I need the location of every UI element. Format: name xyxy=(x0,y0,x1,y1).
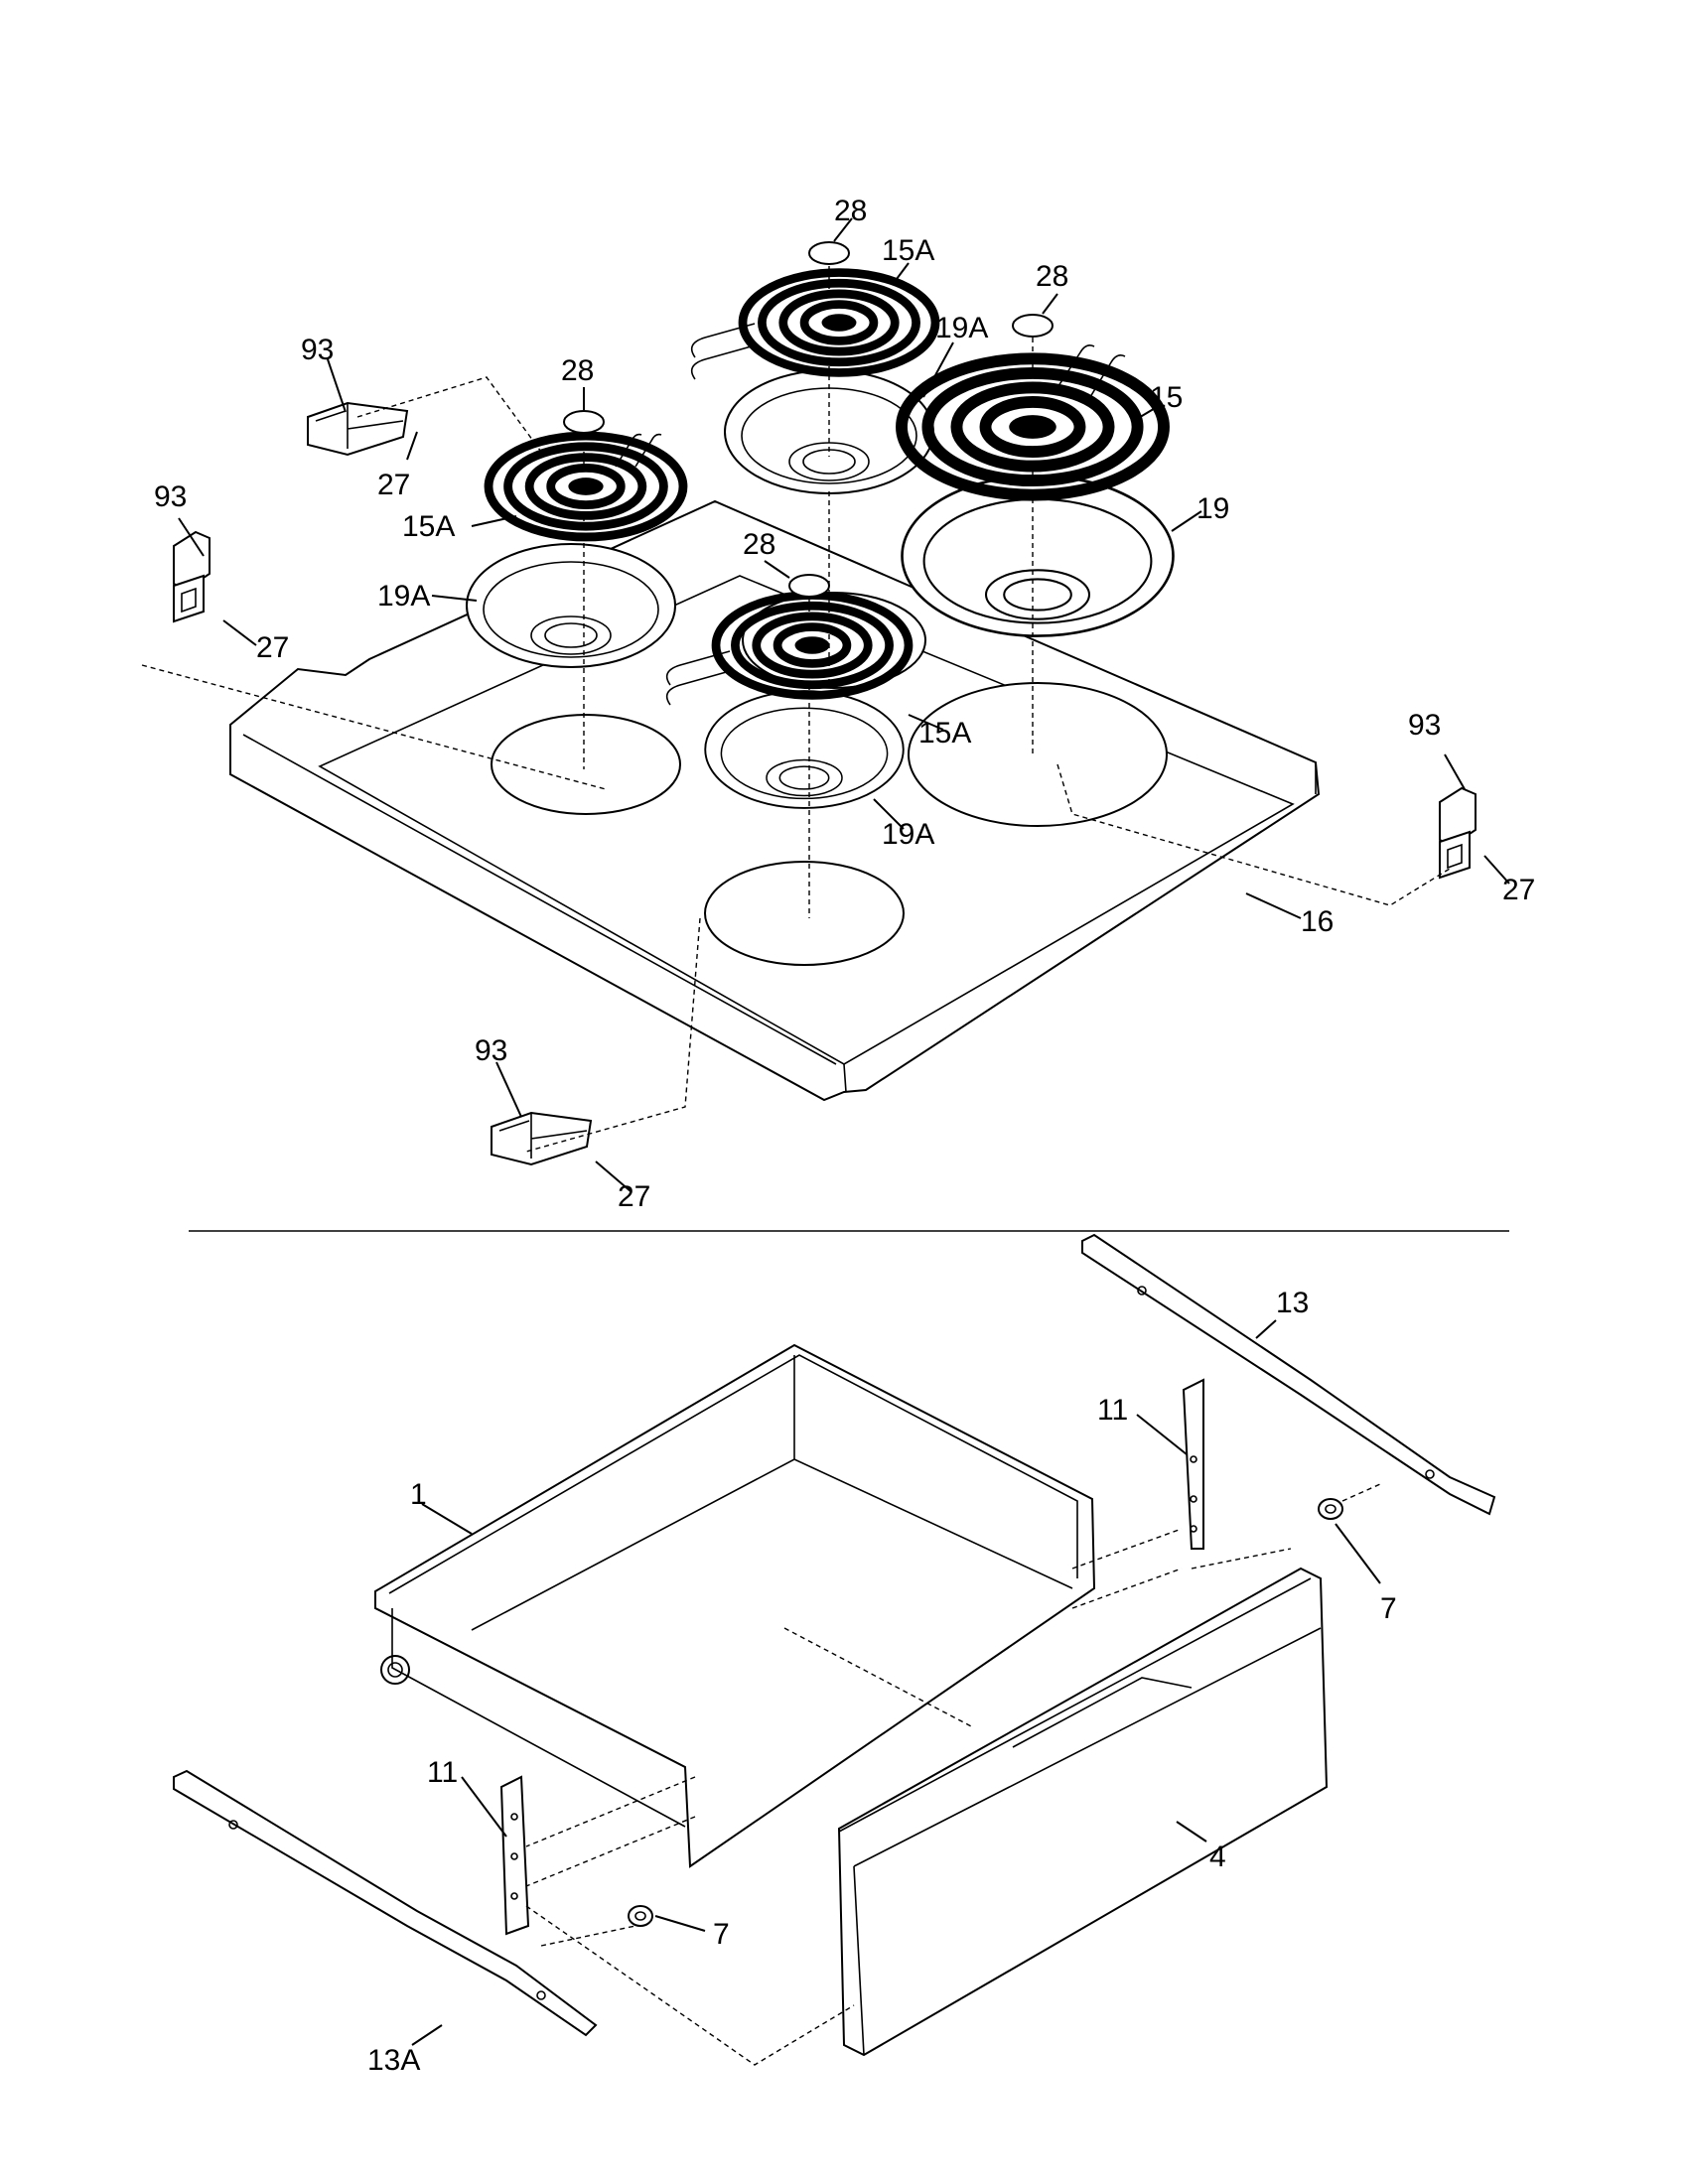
callout-27-bottom: 27 xyxy=(618,1180,650,1213)
terminal-block-r xyxy=(1439,787,1477,879)
callout-28-mid: 28 xyxy=(743,528,775,561)
callout-19a-left: 19A xyxy=(377,580,430,613)
callout-7-left: 7 xyxy=(713,1918,730,1951)
callout-1: 1 xyxy=(410,1478,427,1511)
drawer-front-4 xyxy=(837,1567,1329,2057)
callout-labels: 28 15A 28 19A 93 28 15 27 15A 19 93 28 1… xyxy=(154,195,1535,2077)
callout-19a-mid: 19A xyxy=(882,818,934,851)
callout-7-right: 7 xyxy=(1380,1592,1397,1625)
callout-19a-top: 19A xyxy=(935,312,988,344)
callout-93-right: 93 xyxy=(1408,709,1441,742)
drip-pan-19a-mid xyxy=(704,690,905,809)
rail-13a xyxy=(173,1769,598,2037)
callout-28-right: 28 xyxy=(1036,260,1068,293)
callout-11-left: 11 xyxy=(427,1756,458,1789)
cap-28-left xyxy=(563,410,605,434)
callout-27-top-left: 27 xyxy=(377,469,410,501)
callout-19-right: 19 xyxy=(1196,492,1229,525)
callout-15a-left: 15A xyxy=(402,510,455,543)
bumper-7-left xyxy=(628,1905,653,1927)
drawer-slide-11-left xyxy=(499,1775,530,1936)
callout-15a-top: 15A xyxy=(882,234,934,267)
assembly-lines-bottom xyxy=(525,1483,1381,2066)
drip-pan-19a-left xyxy=(466,543,676,668)
callout-93-bottom: 93 xyxy=(475,1034,507,1067)
callout-13: 13 xyxy=(1276,1287,1309,1319)
surface-element-15a-left xyxy=(489,436,683,537)
cap-28-right xyxy=(1012,314,1054,338)
callout-28-top: 28 xyxy=(834,195,867,227)
callout-28-left: 28 xyxy=(561,354,594,387)
callout-27-right: 27 xyxy=(1502,874,1535,906)
callout-15a-mid: 15A xyxy=(918,717,971,750)
cap-28-mid xyxy=(788,574,830,598)
burner-hole-front xyxy=(704,861,905,966)
callout-15-right: 15 xyxy=(1150,381,1183,414)
callout-93-top-left: 93 xyxy=(301,334,334,366)
callout-27-left: 27 xyxy=(256,631,289,664)
callout-4: 4 xyxy=(1209,1841,1226,1873)
terminal-block-l xyxy=(173,531,211,622)
surface-element-15a-top xyxy=(743,273,935,373)
terminal-block-b xyxy=(491,1112,592,1165)
cap-28-top xyxy=(808,241,850,265)
drawer-1 xyxy=(374,1343,1096,1868)
burner-hole-right-large xyxy=(908,682,1168,827)
callout-93-left: 93 xyxy=(154,480,187,513)
rail-13 xyxy=(1081,1233,1496,1516)
bumper-7-right xyxy=(1318,1498,1343,1520)
assembly-lines-top xyxy=(141,266,1451,1153)
burner-hole-left-rear xyxy=(491,714,681,815)
terminal-block-tl xyxy=(307,402,408,456)
drawer-slide-11-right xyxy=(1182,1378,1204,1550)
leader-lines xyxy=(178,217,1510,2046)
callout-11-right: 11 xyxy=(1097,1394,1128,1427)
callout-16: 16 xyxy=(1301,905,1334,938)
callout-13a: 13A xyxy=(367,2044,420,2077)
